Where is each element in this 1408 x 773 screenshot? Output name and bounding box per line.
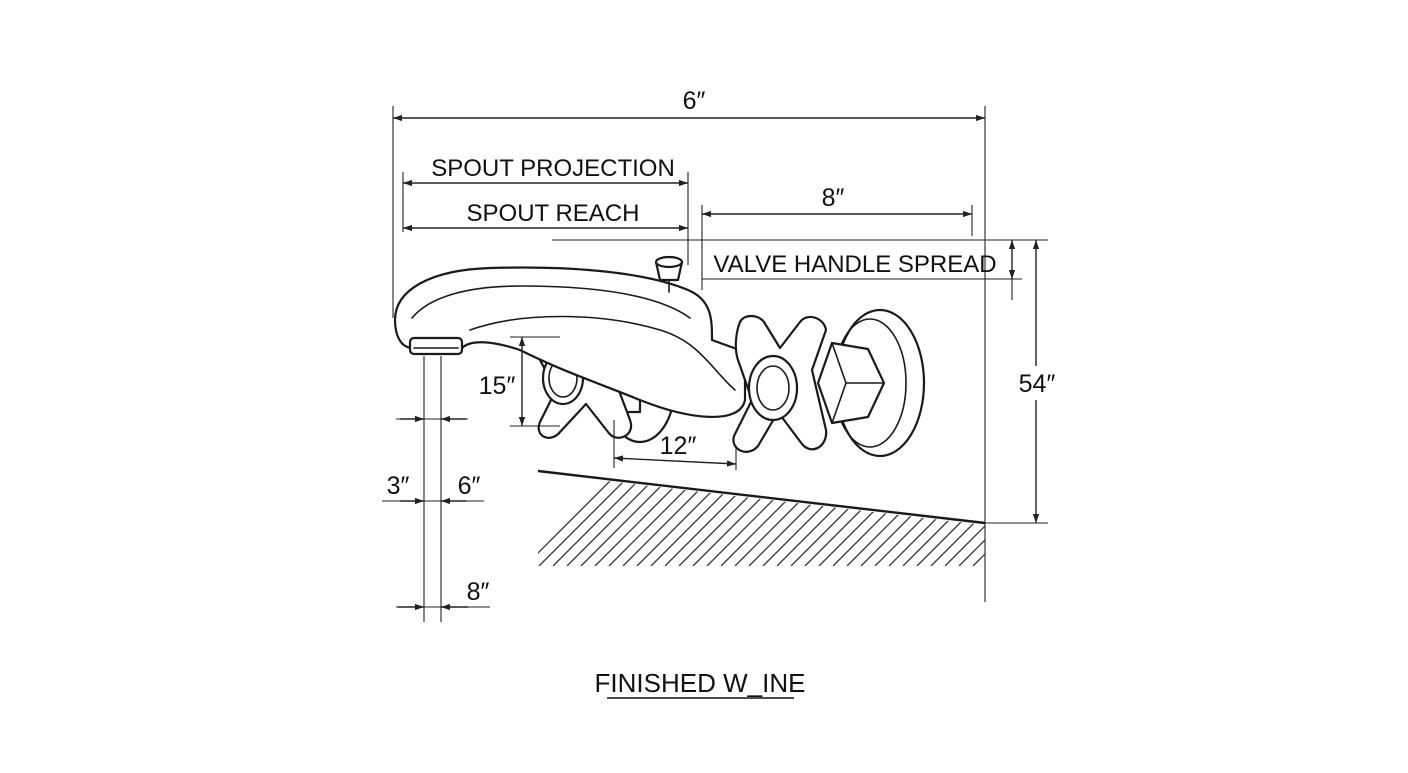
diverter-knob[interactable] bbox=[654, 255, 684, 293]
right-cross-handle[interactable] bbox=[732, 314, 828, 453]
spout-aerator bbox=[408, 336, 464, 356]
height-dimension: 54″ bbox=[985, 240, 1064, 524]
spout-projection-dimension: SPOUT PROJECTION bbox=[402, 155, 689, 265]
caption-group: FINISHED W_INE bbox=[595, 668, 806, 699]
spout-reach-dimension: SPOUT REACH bbox=[403, 200, 688, 232]
center-spread-dimension: 12″ bbox=[613, 420, 737, 470]
overall-width-label: 6″ bbox=[683, 87, 706, 115]
valve-handle-spread-label: VALVE HANDLE SPREAD bbox=[713, 251, 996, 278]
surface-hatching bbox=[538, 473, 985, 566]
right-handle-cap bbox=[747, 354, 799, 422]
spout bbox=[393, 266, 747, 418]
spout-reach-label: SPOUT REACH bbox=[467, 200, 640, 227]
valve-handle-spread-dimension: VALVE HANDLE SPREAD bbox=[552, 239, 1048, 300]
faucet-drawing bbox=[393, 255, 926, 458]
center-spread-label: 12″ bbox=[660, 432, 697, 460]
wall-flange bbox=[816, 308, 926, 458]
bottom-offset-label: 8″ bbox=[467, 578, 490, 606]
lower-offset-dimensions: 3″ 6″ 8″ bbox=[382, 356, 490, 622]
center-spread-line bbox=[613, 455, 737, 467]
handle-spread-label: 8″ bbox=[822, 184, 845, 212]
overall-width-dimension: 6″ bbox=[392, 87, 986, 602]
handle-height-label: 15″ bbox=[479, 372, 516, 400]
spout-body bbox=[393, 266, 747, 418]
surface-line bbox=[537, 469, 986, 525]
spout-projection-label: SPOUT PROJECTION bbox=[431, 155, 675, 182]
right-offset-label: 6″ bbox=[458, 472, 481, 500]
handle-height-dimension: 15″ bbox=[479, 336, 560, 427]
height-label: 54″ bbox=[1019, 370, 1056, 398]
handle-spread-dimension: 8″ bbox=[701, 184, 973, 290]
finished-surface bbox=[537, 469, 986, 566]
left-offset-label: 3″ bbox=[387, 472, 410, 500]
diagram-caption: FINISHED W_INE bbox=[595, 668, 806, 698]
height-label-bg bbox=[1012, 366, 1064, 400]
